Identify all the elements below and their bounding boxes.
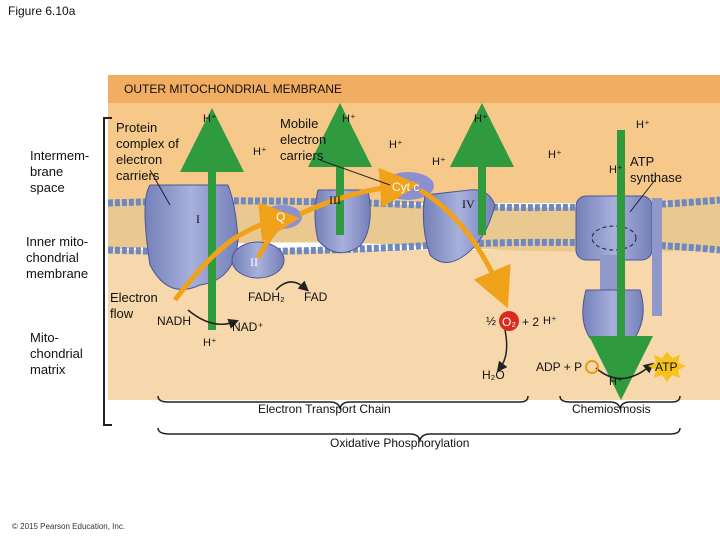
q-label: Q [276, 210, 286, 224]
h-ion-6: H⁺ [474, 113, 488, 125]
atp-synthase-protein [575, 195, 662, 344]
outer-membrane-band [108, 75, 720, 103]
cyt-c-label: Cyt c [392, 180, 420, 194]
chemiosmosis-brace [559, 395, 681, 411]
atp-label: ATP [655, 360, 678, 374]
inner-membrane-label: Inner mito-chondrial membrane [26, 234, 89, 281]
complex-2-label: II [250, 255, 258, 269]
h2o-label: H₂O [482, 368, 505, 382]
side-bracket [103, 117, 112, 426]
complex-4-label: IV [462, 197, 475, 211]
nadh-to-nad-arrow [187, 309, 239, 329]
oxphos-brace [157, 427, 681, 443]
atp-star [648, 352, 686, 382]
electron-path-q-to-cyt [298, 167, 420, 217]
h-ion-8: H⁺ [636, 119, 650, 131]
h-ion-4: H⁺ [389, 139, 403, 151]
fad-label: FAD [304, 290, 328, 304]
h-ion-5: H⁺ [432, 156, 446, 168]
figure-title: Figure 6.10a [8, 4, 76, 18]
h-ion-11: H⁺ [609, 376, 623, 388]
half-label: ½ [486, 314, 497, 328]
complex-3-label: III [329, 193, 341, 207]
mobile-carrier-pointer-line [319, 159, 391, 186]
etc-label: Electron Transport Chain [258, 402, 391, 416]
fadh2-label: FADH₂ [248, 290, 285, 304]
protein-complex-label: Protein complex of electron carriers [116, 120, 179, 183]
phosphate-circle [585, 360, 599, 374]
h-ion-3: H⁺ [342, 113, 356, 125]
copyright-text: © 2015 Pearson Education, Inc. [12, 522, 126, 531]
h-ion-2: H⁺ [253, 146, 267, 158]
electron-path-fadh2 [255, 224, 282, 260]
complex-1-label: I [196, 212, 200, 226]
matrix-label: Mito-chondrial matrix [30, 330, 83, 377]
plus-2h-label: + 2 [522, 315, 540, 329]
nad-plus-label: NAD⁺ [232, 320, 264, 334]
atp-synthase-label: ATP synthase [630, 154, 683, 185]
intermembrane-label: Intermem-brane space [30, 148, 90, 195]
complex-1-protein [144, 184, 239, 290]
chemiosmosis-label: Chemiosmosis [572, 402, 651, 416]
h-ion-1: H⁺ [203, 113, 217, 125]
adp-p-label: ADP + P [536, 360, 583, 374]
etc-brace [157, 395, 529, 411]
electron-path-cyt-to-iv [418, 187, 511, 309]
h-ion-7: H⁺ [548, 149, 562, 161]
h-ion-o2: H⁺ [543, 315, 557, 327]
nadh-label: NADH [157, 314, 192, 328]
complex-2-protein [231, 241, 285, 279]
mobile-carriers-label: Mobile electron carriers [280, 116, 327, 163]
oxygen-molecule [499, 311, 519, 331]
synthase-pointer-line [629, 179, 656, 213]
outer-membrane-label: OUTER MITOCHONDRIAL MEMBRANE [124, 82, 343, 96]
adp-to-atp-arrow [595, 362, 655, 380]
electron-flow-label: Electron flow [110, 290, 158, 321]
o2-label: O₂ [502, 315, 516, 329]
electron-path-nadh [173, 202, 300, 302]
oxphos-label: Oxidative Phosphorylation [330, 436, 470, 450]
complex-pointer-line [149, 169, 171, 206]
fadh2-to-fad-arrow [275, 280, 309, 292]
h-ion-10: H⁺ [203, 337, 217, 349]
h-ion-9: H⁺ [609, 164, 623, 176]
o2-to-water-arrow [496, 329, 508, 373]
